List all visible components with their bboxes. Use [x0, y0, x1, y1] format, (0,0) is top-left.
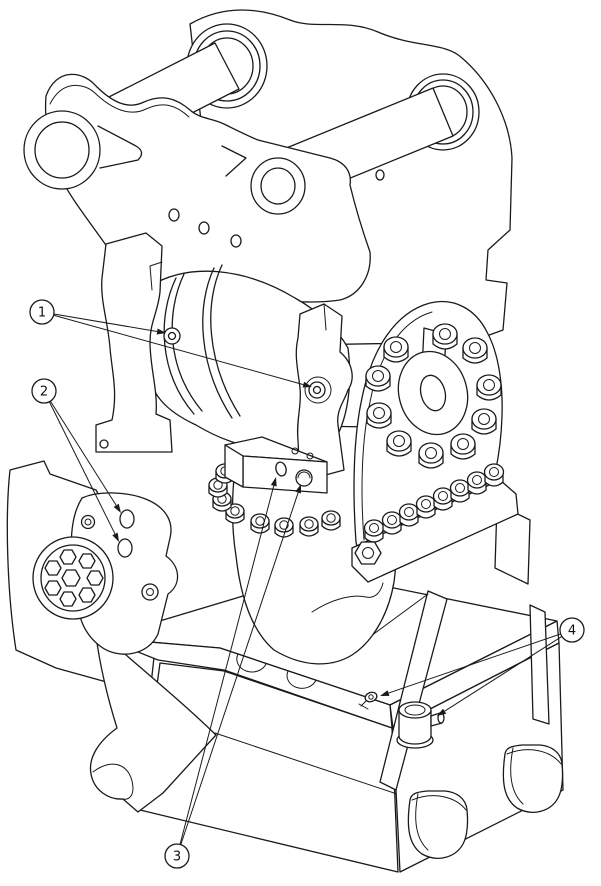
jaw-hook-curl [92, 763, 134, 800]
bell-contour [311, 582, 384, 613]
callout-balloon [164, 843, 190, 869]
deck-plug [396, 701, 445, 749]
callout-label: 3 [173, 850, 181, 865]
callout-1: 1 [29, 299, 312, 388]
leader-arrowhead [437, 708, 447, 716]
callout-4: 4 [380, 617, 585, 716]
gear-hub-hole [419, 374, 447, 412]
leader-line [43, 390, 117, 506]
front-plate-hole-1 [168, 208, 180, 222]
grease-fitting-deck [358, 691, 378, 710]
leader-arrowhead [295, 484, 301, 494]
cylinder-band-2b [210, 264, 241, 417]
cable-notch-2 [286, 670, 317, 689]
callout-balloon [559, 617, 585, 643]
tilt-gear-housing [351, 301, 531, 585]
motor-lower-hole [141, 583, 159, 601]
leader-arrowhead [380, 690, 390, 696]
leader-line [43, 390, 116, 535]
callouts: 1 2 3 4 [29, 299, 585, 869]
leader-line [41, 311, 158, 332]
leader-line [444, 629, 573, 712]
leader-arrowhead [112, 532, 119, 542]
motor-bracket-hole-upper [119, 509, 135, 529]
leader-arrowhead [113, 503, 121, 513]
grease-fitting-cylinder-left [163, 327, 181, 345]
right-stand-bracket [295, 303, 353, 483]
leader-line [388, 629, 573, 694]
leader-arrowhead [156, 328, 166, 335]
valve-block-side [224, 444, 244, 488]
callout-label: 4 [568, 624, 576, 639]
callout-balloon [29, 299, 55, 325]
front-plate-hole-2 [198, 221, 210, 235]
motor-bracket-hole-lower [117, 538, 133, 558]
callout-label: 2 [40, 385, 48, 400]
tilt-cylinder-assembly [95, 232, 353, 483]
hydraulic-motor [32, 492, 179, 655]
cable-notch-1 [236, 653, 267, 673]
base-face-left-seam [214, 732, 401, 796]
motor-bracket-bolt [80, 514, 96, 530]
leader-line [41, 311, 304, 386]
flange-support-block [494, 503, 531, 585]
cylinder-band-1a [163, 277, 195, 415]
front-plate-top-contour [49, 84, 190, 118]
gear-housing-edge [361, 311, 433, 541]
callout-3: 3 [164, 477, 301, 869]
wedge-foot-right [502, 744, 564, 813]
front-plate-hole-3 [230, 234, 242, 248]
callout-2: 2 [31, 378, 121, 542]
valve-block [224, 436, 328, 494]
wedge-foot-left [407, 790, 469, 859]
left-stand-bracket [95, 232, 173, 453]
middle-claw-lug [221, 145, 306, 215]
callout-balloon [31, 378, 57, 404]
cylinder-band-2a [202, 267, 233, 419]
hex-plug [354, 541, 382, 565]
leader-line [176, 492, 299, 857]
leader-arrowhead [270, 477, 277, 487]
deck-fittings [358, 691, 445, 749]
rear-plate-hole [375, 169, 385, 181]
callout-label: 1 [38, 306, 46, 321]
valve-port-oval [275, 461, 287, 477]
front-left-claw-lug [23, 110, 143, 190]
leader-line [176, 485, 275, 857]
frame-strut-right [529, 604, 550, 725]
leader-arrowhead [302, 381, 312, 388]
motor-center-hex [61, 569, 81, 587]
